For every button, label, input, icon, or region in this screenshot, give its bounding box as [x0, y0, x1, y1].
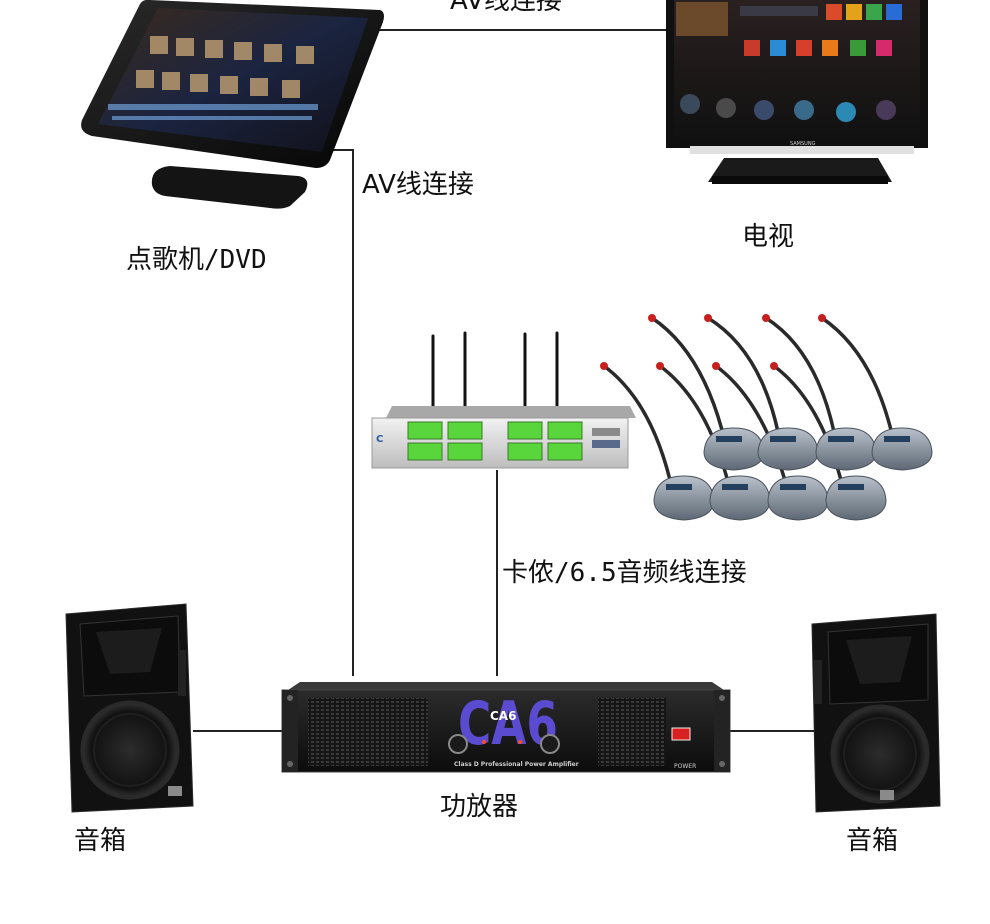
label-speaker-left: 音箱 [74, 826, 127, 856]
label-audio-connection: 卡侬/6.5音频线连接 [502, 558, 747, 588]
line-dvd-to-amp [320, 149, 354, 676]
amp-logo-small: CA6 [490, 709, 516, 723]
label-speaker-right: 音箱 [846, 826, 899, 856]
antennas [431, 331, 559, 410]
label-tv: 电视 [742, 222, 795, 252]
amp-subtitle: Class D Professional Power Amplifier [454, 761, 579, 768]
karaoke-tablet [81, 0, 384, 209]
speaker-right [811, 613, 941, 813]
power-amplifier: CA6 CA6 Class D Professional Power Ampli… [281, 682, 731, 773]
tv-brand-text: SAMSUNG [790, 141, 816, 147]
tv-app-icons [676, 2, 902, 122]
label-side-av-connection: AV线连接 [362, 170, 474, 200]
wireless-receiver: C [371, 331, 636, 469]
tv-device: SAMSUNG [666, 0, 928, 184]
conference-microphones [600, 314, 933, 521]
receiver-lcd-screens [407, 421, 583, 461]
speaker-left [65, 603, 194, 813]
receiver-brand-text: C [376, 434, 383, 445]
label-amplifier: 功放器 [440, 792, 519, 822]
label-top-av-connection: AV线连接 [450, 0, 562, 16]
amp-power-label: POWER [674, 763, 696, 770]
label-karaoke-device: 点歌机/DVD [126, 245, 267, 275]
